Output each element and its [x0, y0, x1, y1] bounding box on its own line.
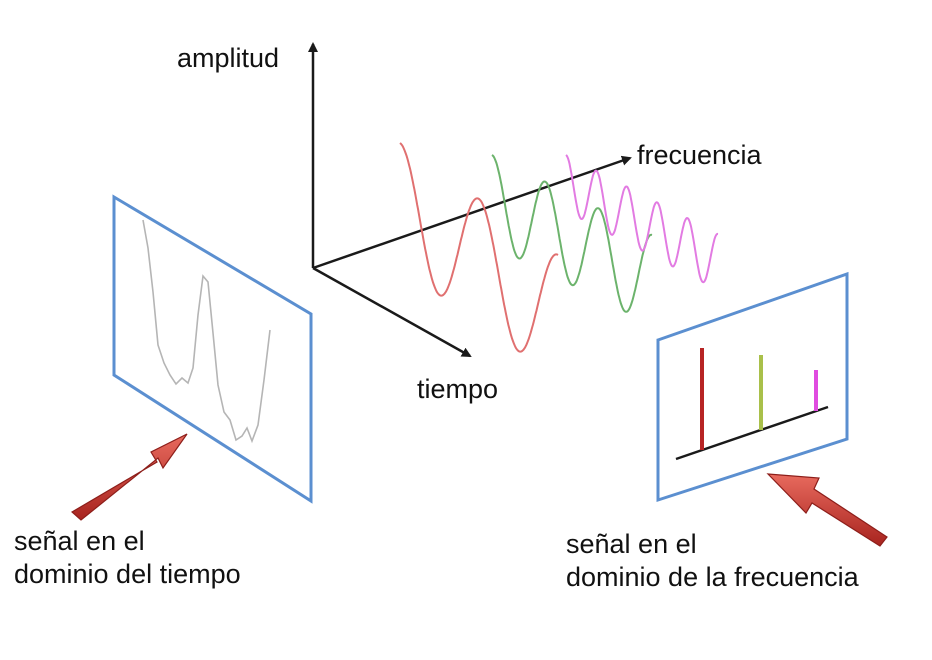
- frequency-domain-panel: [656, 271, 849, 503]
- time-domain-caption-line1: señal en el: [14, 526, 145, 556]
- amplitude-axis-label: amplitud: [177, 43, 280, 73]
- frequency-axis: [312, 155, 632, 270]
- time-axis-label: tiempo: [417, 374, 499, 404]
- time-domain-panel: [112, 194, 313, 504]
- pointer-arrow-icon: [766, 473, 888, 547]
- time-domain-caption-line2: dominio del tiempo: [14, 559, 241, 589]
- time-domain-caption: señal en el dominio del tiempo: [14, 525, 241, 591]
- wave-low-frequency: [399, 142, 559, 353]
- wave-high-frequency: [565, 154, 719, 284]
- wave-mid-frequency: [491, 154, 653, 313]
- frequency-domain-caption-line1: señal en el: [566, 529, 697, 559]
- frequency-axis-label: frecuencia: [637, 140, 762, 170]
- time-axis: [312, 266, 472, 358]
- time-domain-signal: [142, 219, 271, 444]
- pointer-arrow-icon: [70, 433, 188, 521]
- frequency-spectrum-axis: [675, 405, 829, 461]
- frequency-domain-caption: señal en el dominio de la frecuencia: [566, 528, 859, 594]
- frequency-domain-caption-line2: dominio de la frecuencia: [566, 562, 859, 592]
